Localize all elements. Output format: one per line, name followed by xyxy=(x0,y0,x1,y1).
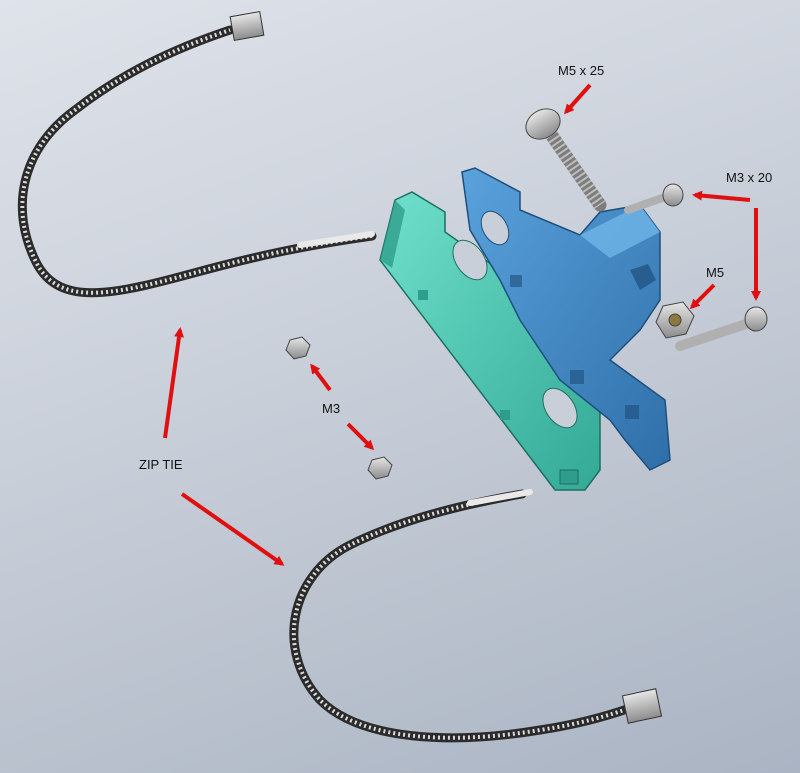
label-m3: M3 xyxy=(322,401,341,416)
bolt-m3x20-lower xyxy=(675,306,768,351)
mount-bracket xyxy=(461,167,671,471)
callout-arrows xyxy=(163,83,761,566)
label-zip-tie: ZIP TIE xyxy=(139,457,183,472)
zip-tie-head-upper xyxy=(229,10,265,42)
clamp-bar xyxy=(379,191,601,491)
label-m5x25: M5 x 25 xyxy=(558,63,605,78)
nut-m3-lower xyxy=(367,456,393,480)
arrow-m5 xyxy=(689,283,716,310)
hex-recess xyxy=(630,264,656,290)
label-m5: M5 xyxy=(706,265,725,280)
zip-tie-upper xyxy=(17,10,377,298)
label-m3x20: M3 x 20 xyxy=(726,170,773,185)
arrow-m3-upper xyxy=(310,363,332,392)
arrow-m3x20-upper xyxy=(692,190,751,202)
arrow-zip-tie-lower xyxy=(180,492,285,566)
bolt-m5x25 xyxy=(525,108,607,212)
arrow-zip-tie-upper xyxy=(163,327,184,439)
bolt-m3x20-upper xyxy=(624,183,684,214)
zip-tie-head-lower xyxy=(621,688,663,724)
arrow-m3-lower xyxy=(346,422,375,451)
zip-tie-lower xyxy=(289,489,663,743)
arrow-m5x25 xyxy=(564,83,592,115)
nut-m3-upper xyxy=(285,336,311,360)
